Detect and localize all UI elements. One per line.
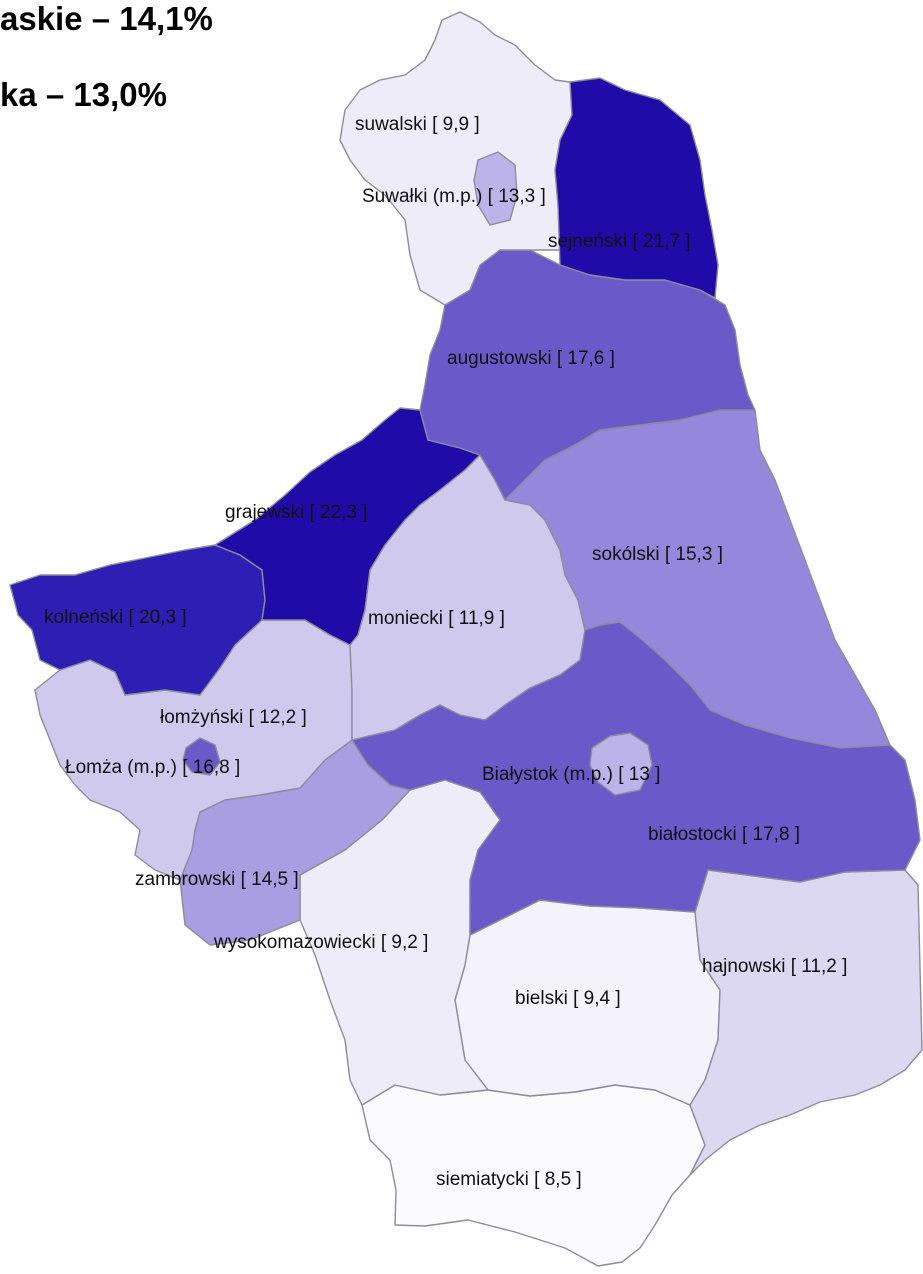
label-sokolski: sokólski [ 15,3 ]: [592, 544, 723, 565]
label-augustowski: augustowski [ 17,6 ]: [447, 348, 615, 369]
label-bielski: bielski [ 9,4 ]: [515, 988, 621, 1009]
district-suwalki-city[interactable]: [473, 151, 518, 226]
headline-voivodeship-rate: askie – 14,1%: [0, 0, 213, 37]
label-grajewski: grajewski [ 22,3 ]: [225, 502, 368, 523]
district-lomza-city[interactable]: [182, 737, 221, 776]
district-hajnowski[interactable]: [689, 869, 923, 1176]
label-suwalki-city: Suwałki (m.p.) [ 13,3 ]: [362, 186, 546, 207]
label-lomzynski: łomżyński [ 12,2 ]: [160, 707, 307, 728]
label-zambrowski: zambrowski [ 14,5 ]: [135, 869, 299, 890]
label-bialystok-city: Białystok (m.p.) [ 13 ]: [482, 764, 660, 785]
district-kolnenski[interactable]: [9, 544, 266, 696]
label-sejnenski: sejneński [ 21,7 ]: [548, 231, 691, 252]
label-lomza-city: Łomża (m.p.) [ 16,8 ]: [65, 757, 240, 778]
headline-country-rate: ka – 13,0%: [0, 76, 167, 113]
label-hajnowski: hajnowski [ 11,2 ]: [702, 956, 847, 977]
label-kolnenski: kolneński [ 20,3 ]: [44, 607, 187, 628]
label-suwalski: suwalski [ 9,9 ]: [355, 114, 480, 135]
label-wysokomazowiecki: wysokomazowiecki [ 9,2 ]: [213, 932, 428, 953]
label-siemiatycki: siemiatycki [ 8,5 ]: [436, 1169, 582, 1190]
district-sejnenski[interactable]: [554, 77, 719, 299]
label-moniecki: moniecki [ 11,9 ]: [368, 608, 505, 629]
district-bialystok-city[interactable]: [589, 732, 653, 796]
label-bialostocki: białostocki [ 17,8 ]: [648, 824, 800, 845]
district-suwalski[interactable]: [339, 11, 573, 306]
